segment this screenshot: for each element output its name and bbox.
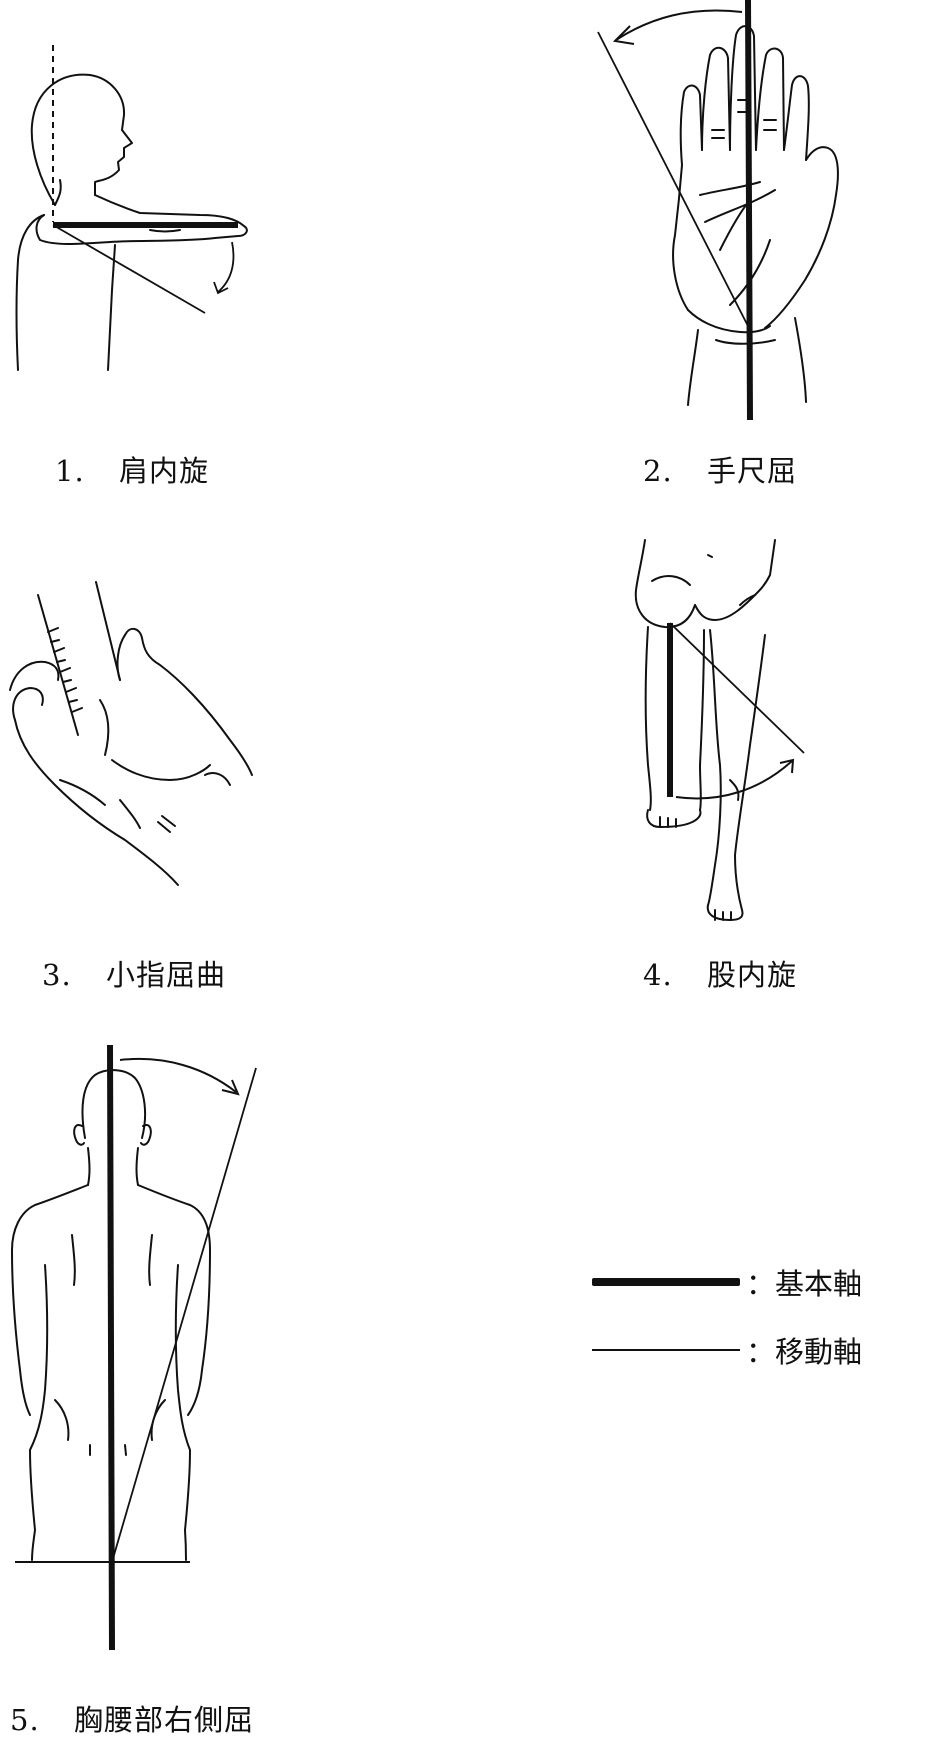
hand-figure-drawing [597, 0, 839, 421]
figure-4-hip-internal-rotation [620, 535, 830, 935]
figure-1-caption: 1. 肩内旋 [55, 448, 209, 490]
moving-axis-line [597, 31, 751, 331]
rotation-arrow [217, 241, 235, 293]
legend-moving-axis: ：移動軸 [592, 1329, 862, 1371]
rotation-arrow [675, 760, 793, 800]
figure-4-caption: 4. 股内旋 [643, 952, 797, 994]
rotation-arrow [119, 1057, 237, 1093]
rotation-arrow [615, 9, 743, 41]
legend-thick-line-swatch [592, 1278, 740, 1286]
legend-thin-line-swatch [592, 1349, 740, 1351]
figure-2-number: 2. [643, 454, 673, 488]
moving-axis-line [669, 622, 805, 754]
basic-axis-line [107, 1044, 115, 1651]
figure-3-number: 3. [42, 958, 72, 992]
figure-2-label: 手尺屈 [707, 454, 798, 488]
shoulder-figure-drawing [15, 45, 248, 371]
moving-axis-line [52, 224, 206, 314]
legend-moving-axis-label: ：移動軸 [746, 1335, 863, 1369]
figure-4-label: 股内旋 [707, 958, 798, 992]
figure-3-caption: 3. 小指屈曲 [42, 952, 226, 994]
figure-2-caption: 2. 手尺屈 [643, 448, 797, 490]
figure-4-number: 4. [643, 958, 673, 992]
moving-axis-line [111, 1067, 257, 1563]
finger-figure-drawing [9, 581, 253, 886]
figure-5-number: 5. [10, 1703, 40, 1737]
hip-figure-drawing [634, 539, 805, 921]
figure-2-wrist-ulnar-deviation [580, 0, 880, 430]
figure-5-label: 胸腰部右側屈 [74, 1703, 255, 1737]
figure-1-label: 肩内旋 [119, 454, 210, 488]
figure-5-thoracolumbar-lateral-flexion [0, 1030, 290, 1660]
figure-5-caption: 5. 胸腰部右側屈 [10, 1697, 254, 1739]
figure-1-number: 1. [55, 454, 85, 488]
trunk-figure-drawing [11, 1044, 257, 1651]
figure-1-shoulder-internal-rotation [0, 30, 300, 430]
legend-basic-axis-label: ：基本軸 [746, 1267, 863, 1301]
figure-3-little-finger-flexion [0, 570, 280, 900]
legend-basic-axis: ：基本軸 [592, 1261, 862, 1303]
basic-axis-line [745, 0, 753, 421]
figure-3-label: 小指屈曲 [106, 958, 227, 992]
